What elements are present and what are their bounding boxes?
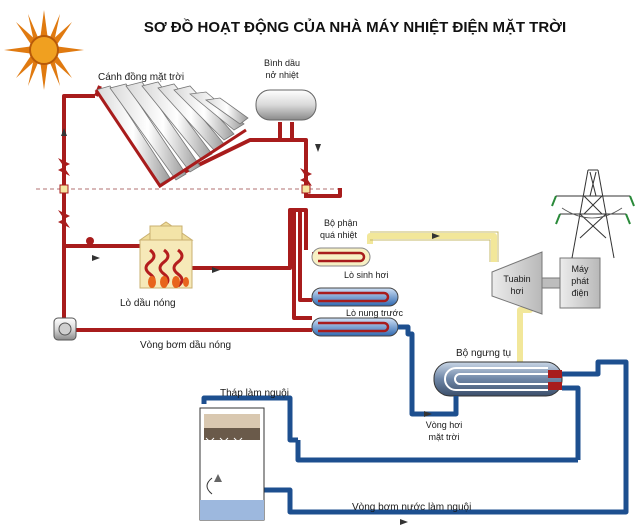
oil-heater-furnace xyxy=(138,221,194,289)
superheater xyxy=(311,247,371,267)
boiler-drum xyxy=(311,287,399,307)
label-preheater: Lò nung trước xyxy=(346,308,403,318)
label-generator-line2: phát xyxy=(571,276,589,286)
label-expansion-tank-line2: nở nhiệt xyxy=(266,70,299,80)
label-turbine-line1: Tuabin xyxy=(503,274,530,284)
label-boiler: Lò sinh hơi xyxy=(344,270,388,280)
label-solar-field: Cánh đồng mặt trời xyxy=(98,71,184,83)
label-solar-steam-loop-line2: mặt trời xyxy=(429,432,460,442)
label-solar-steam-loop-line1: Vòng hơi xyxy=(426,420,462,430)
sun-icon xyxy=(4,10,84,90)
label-condenser: Bộ ngưng tụ xyxy=(456,348,511,359)
steam-line-outline xyxy=(370,231,499,262)
label-superheater-line1: Bộ phận xyxy=(324,218,358,228)
label-turbine-line2: hơi xyxy=(511,286,524,296)
oil-flow-arrows xyxy=(61,128,321,273)
expansion-tank xyxy=(255,89,317,121)
water-loop-pipes xyxy=(201,324,629,515)
power-pylon-icon xyxy=(551,169,635,259)
water-flow-arrow-2 xyxy=(400,519,408,525)
label-cooling-loop: Vòng bơm nước làm nguội xyxy=(352,502,471,513)
solar-field-mirrors xyxy=(95,81,249,185)
diagram-title: SƠ ĐỒ HOẠT ĐỘNG CỦA NHÀ MÁY NHIỆT ĐIỆN M… xyxy=(144,18,566,36)
label-oil-heater: Lò dầu nóng xyxy=(120,297,176,309)
valve-marker-right xyxy=(301,184,311,194)
valve-marker-left xyxy=(59,184,69,194)
water-flow-arrow-1 xyxy=(424,411,432,417)
label-expansion-tank-line1: Bình dầu xyxy=(264,58,300,68)
label-superheater-line2: quá nhiệt xyxy=(320,230,358,240)
oil-valves xyxy=(58,158,312,245)
oil-loop-pipes xyxy=(62,85,342,332)
label-cooling-tower: Tháp làm nguội xyxy=(220,388,289,399)
generator xyxy=(541,257,601,309)
preheater xyxy=(311,317,399,337)
label-generator-line3: điện xyxy=(571,288,588,298)
solar-field-collector-pipe xyxy=(94,89,247,189)
oil-pump xyxy=(53,317,77,341)
steam-turbine xyxy=(491,251,543,315)
cooling-tower xyxy=(199,407,265,521)
steam-flow-arrow xyxy=(432,233,440,239)
label-generator-line1: Máy xyxy=(571,264,589,274)
label-oil-pump-loop: Vòng bơm dầu nóng xyxy=(140,339,231,351)
condenser xyxy=(433,361,563,397)
